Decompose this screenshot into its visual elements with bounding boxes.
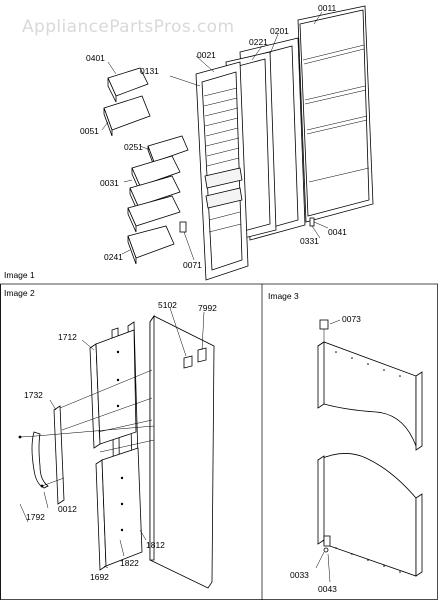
brackets [183, 347, 207, 369]
callout-0051: 0051 [80, 126, 99, 136]
callout-0241: 0241 [104, 252, 123, 262]
door-shelves [103, 67, 189, 265]
cabinet-side-panel [149, 314, 215, 589]
callout-0073: 0073 [342, 314, 361, 324]
image-1-leaders [101, 11, 329, 261]
callout-0201: 0201 [270, 26, 289, 36]
callout-0041: 0041 [328, 227, 347, 237]
callout-0071: 0071 [183, 260, 202, 270]
image-3-leaders [315, 319, 341, 583]
callout-0221: 0221 [249, 37, 268, 47]
hinge-top-0073 [319, 319, 329, 342]
callout-0031: 0031 [100, 178, 119, 188]
image-1-callouts: 0011 0201 0221 0021 0131 0401 0051 0251 … [80, 3, 347, 270]
callout-0251: 0251 [124, 142, 143, 152]
callout-0331: 0331 [300, 236, 319, 246]
watermark-text: AppliancePartsPros.com [22, 17, 234, 37]
section-title-image-2: Image 2 [4, 288, 35, 298]
callout-1712: 1712 [58, 332, 77, 342]
callout-0043: 0043 [318, 584, 337, 594]
section-title-image-1: Image 1 [4, 270, 35, 280]
callout-0021: 0021 [197, 50, 216, 60]
callout-0012: 0012 [58, 504, 77, 514]
callout-0131: 0131 [140, 66, 159, 76]
callout-0033: 0033 [290, 570, 309, 580]
strip-1732 [53, 405, 65, 505]
door-outer-panel [297, 5, 374, 223]
handle-0012 [31, 431, 49, 489]
door-liner [195, 61, 249, 281]
image-2-leaders [19, 307, 205, 569]
callout-1822: 1822 [120, 558, 139, 568]
section-title-image-3: Image 3 [268, 291, 299, 301]
callout-5102: 5102 [158, 300, 177, 310]
door-top-section [317, 341, 423, 451]
hinge-bottom-0043 [323, 535, 331, 553]
callout-1792: 1792 [26, 512, 45, 522]
image-2-panel: Image 2 [4, 288, 217, 589]
callout-1732: 1732 [24, 390, 43, 400]
panel-1692 [95, 447, 143, 571]
callout-0401: 0401 [86, 53, 105, 63]
door-bottom-section [317, 453, 423, 577]
image-1-panel: Image 1 [4, 3, 374, 281]
image-3-panel: Image 3 [268, 291, 423, 594]
callout-7992: 7992 [198, 303, 217, 313]
callout-1692: 1692 [90, 572, 109, 582]
callout-0011: 0011 [318, 3, 337, 13]
callout-1812: 1812 [146, 540, 165, 550]
panel-1712 [89, 329, 137, 449]
image-2-connectors [18, 369, 155, 488]
image-2-callouts: 5102 7992 1712 1732 0012 1792 1812 1822 … [24, 300, 217, 582]
image-3-callouts: 0073 0033 0043 [290, 314, 361, 594]
